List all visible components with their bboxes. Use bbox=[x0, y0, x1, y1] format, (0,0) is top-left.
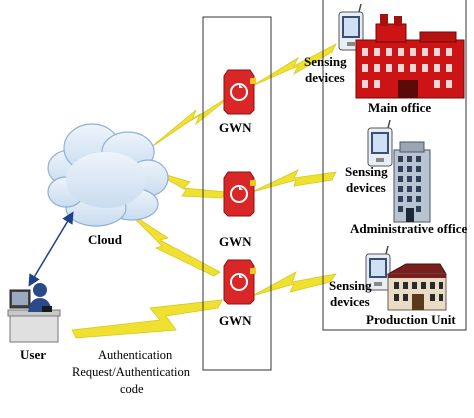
auth-line-2: Request/Authentication bbox=[72, 365, 191, 379]
sensor-device-icon bbox=[365, 245, 391, 291]
site-administrative-office: Sensing devices Administrative office bbox=[345, 119, 468, 236]
sensing-label: Sensing bbox=[304, 54, 347, 69]
production-building-icon bbox=[386, 263, 447, 311]
sites-frame bbox=[322, 0, 467, 331]
building-label: Administrative office bbox=[350, 221, 468, 236]
sensing-label: Sensing bbox=[345, 164, 388, 179]
user-cloud-arrow bbox=[28, 211, 74, 287]
gateway-1: GWN bbox=[219, 69, 256, 135]
user-computer-icon bbox=[7, 289, 61, 343]
site-production-unit: Sensing devices Production Unit bbox=[329, 245, 456, 327]
wireless-links bbox=[71, 43, 337, 339]
auth-line-3: code bbox=[120, 382, 144, 396]
cloud-icon bbox=[47, 123, 169, 227]
link-gwn3-site3 bbox=[251, 271, 337, 297]
gateway-3: GWN bbox=[219, 259, 256, 328]
gateway-label: GWN bbox=[219, 234, 252, 249]
gateway-icon bbox=[223, 69, 256, 115]
gateway-icon bbox=[223, 171, 256, 217]
building-label: Production Unit bbox=[366, 312, 456, 327]
main-office-building-icon bbox=[355, 14, 465, 99]
sensing-label: devices bbox=[305, 70, 345, 85]
cloud-label: Cloud bbox=[88, 232, 123, 247]
gateway-column-box bbox=[202, 16, 272, 371]
gateway-label: GWN bbox=[219, 120, 252, 135]
user-label: User bbox=[20, 347, 46, 362]
link-user-gwn3 bbox=[71, 299, 223, 339]
cloud: Cloud bbox=[47, 123, 169, 247]
user-workstation: User bbox=[7, 283, 61, 362]
sensing-label: devices bbox=[346, 180, 386, 195]
building-label: Main office bbox=[368, 100, 431, 115]
sensing-label: Sensing bbox=[329, 278, 372, 293]
auth-line-1: Authentication bbox=[98, 348, 173, 362]
gateway-icon bbox=[223, 259, 256, 305]
authentication-caption: Authentication Request/Authentication co… bbox=[72, 348, 191, 396]
site-main-office: Sensing devices Main office bbox=[304, 3, 465, 115]
link-cloud-gwn3 bbox=[127, 211, 221, 277]
link-gwn1-site1 bbox=[251, 43, 337, 87]
gateway-2: GWN bbox=[219, 171, 256, 249]
link-gwn2-site2 bbox=[251, 169, 337, 193]
administrative-building-icon bbox=[393, 141, 431, 223]
sensor-device-icon bbox=[367, 119, 393, 167]
gateway-label: GWN bbox=[219, 313, 252, 328]
sensing-label: devices bbox=[330, 294, 370, 309]
link-cloud-gwn1 bbox=[149, 95, 231, 149]
user-person-icon bbox=[28, 283, 52, 312]
